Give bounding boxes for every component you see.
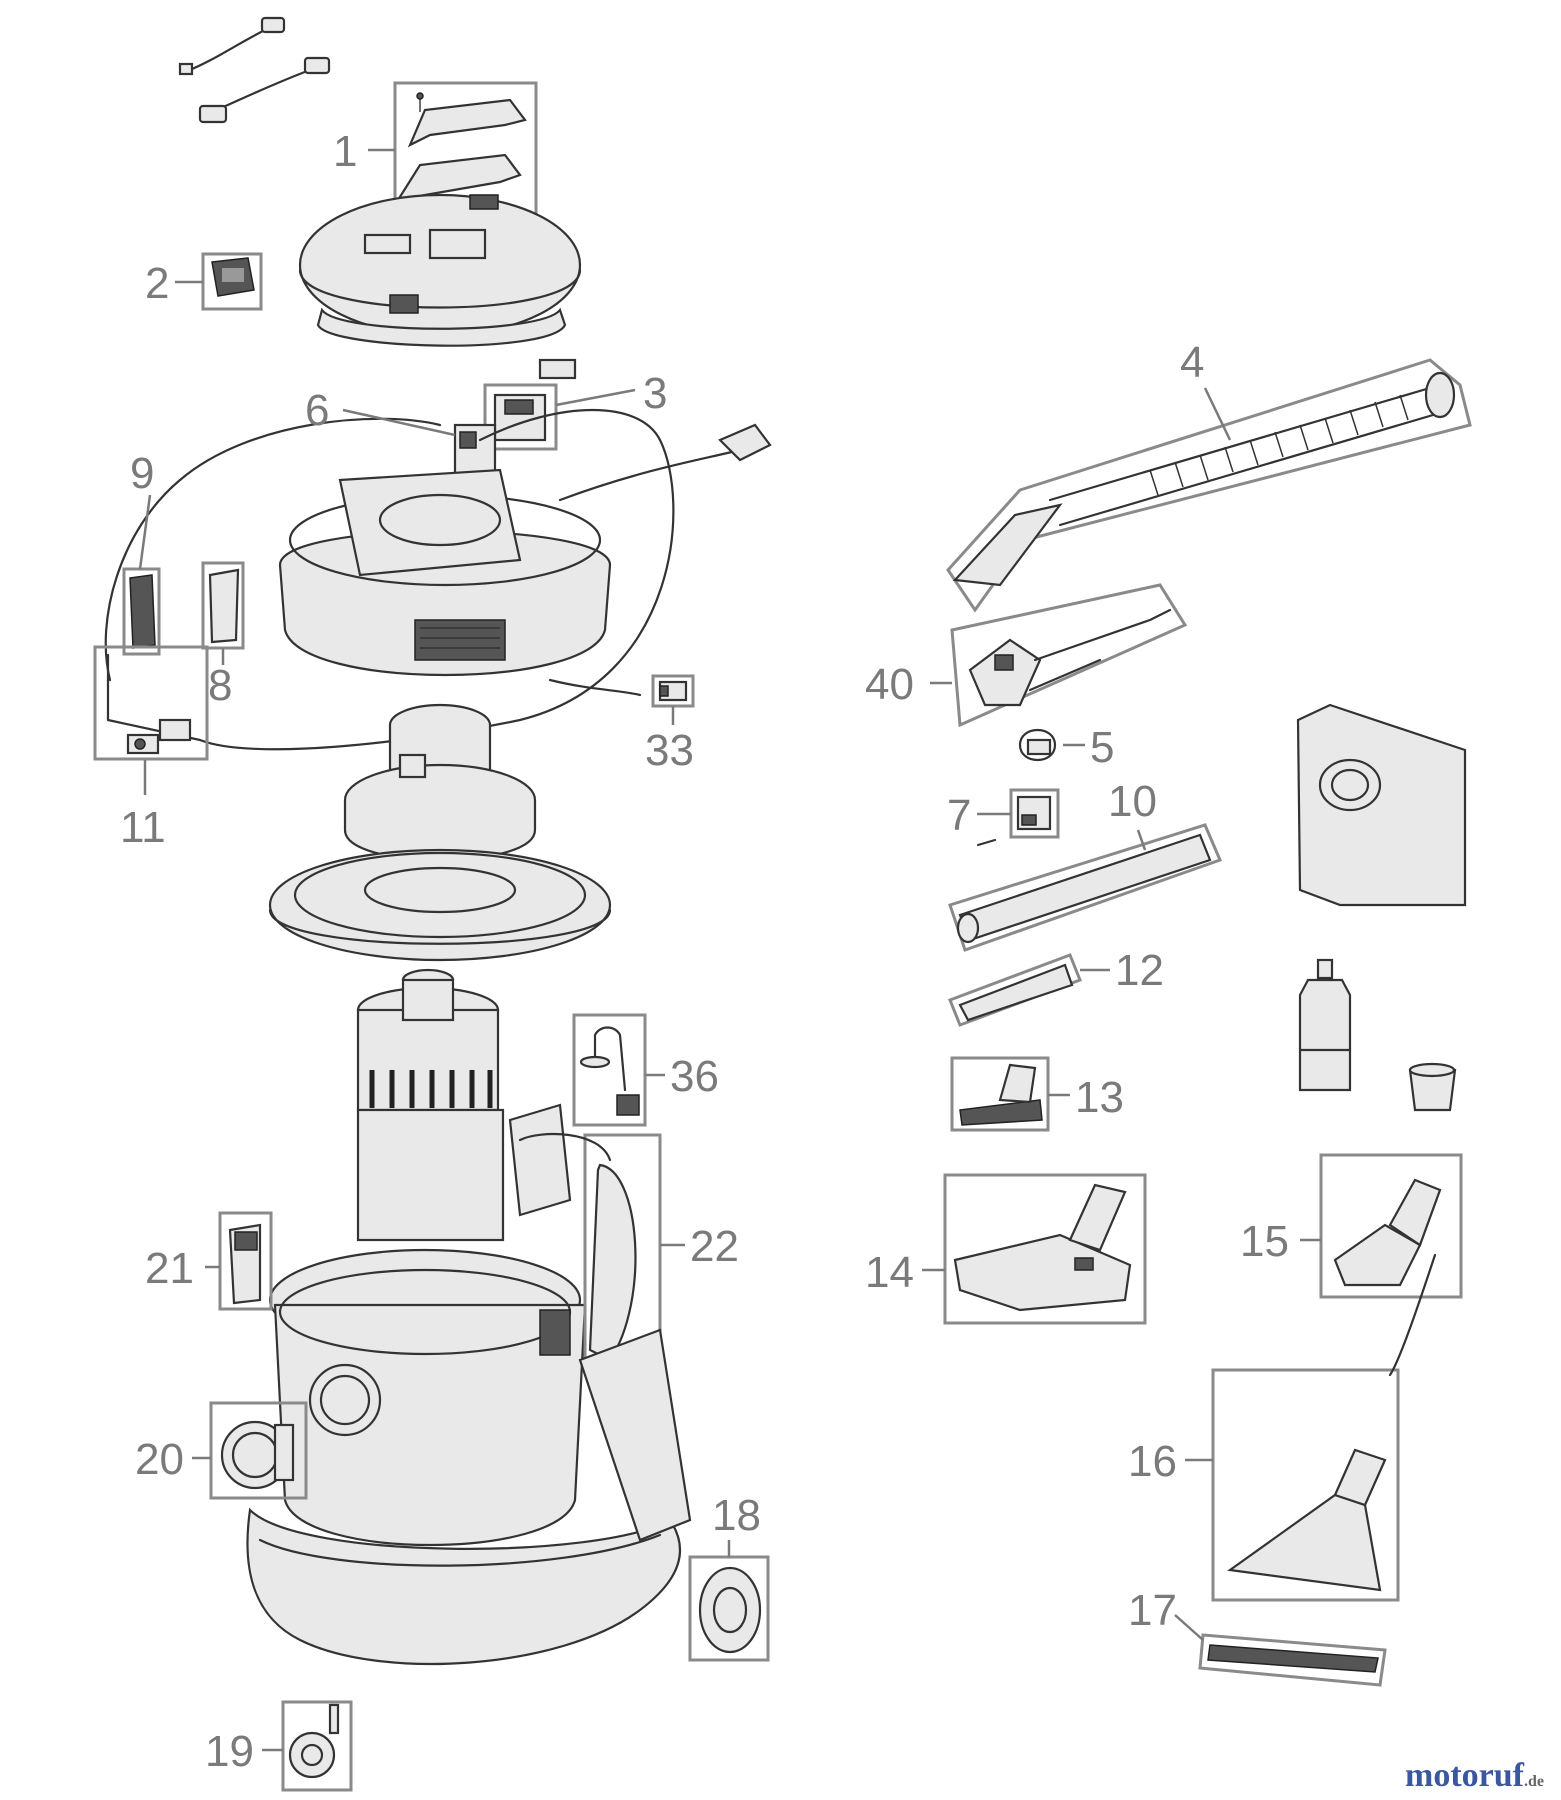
bottle-cap xyxy=(1408,1062,1457,1112)
part-7-hose-clip xyxy=(976,788,1060,847)
label-11: 11 xyxy=(120,803,166,852)
dust-bag xyxy=(1296,703,1467,907)
part-3-motor-block xyxy=(483,358,577,451)
part-21-holder xyxy=(218,1211,273,1311)
part-20-flange xyxy=(209,1401,308,1500)
label-14: 14 xyxy=(865,1248,914,1297)
chassis-base xyxy=(246,1328,692,1666)
label-13: 13 xyxy=(1075,1073,1124,1122)
part-4-hose xyxy=(946,358,1472,613)
label-3: 3 xyxy=(643,369,667,418)
label-2: 2 xyxy=(145,259,169,308)
part-15-nozzle xyxy=(1319,1153,1463,1299)
part-1-handle xyxy=(393,81,538,225)
part-13-upholstery-nozzle xyxy=(950,1056,1050,1132)
part-9-filter xyxy=(122,567,161,656)
part-2-switch xyxy=(201,252,263,311)
part-36-hose-connector xyxy=(572,1013,647,1127)
part-18-wheel xyxy=(688,1555,770,1662)
label-1: 1 xyxy=(333,127,357,176)
part-5-clip xyxy=(1018,729,1057,761)
leader-lines xyxy=(138,148,1321,1752)
part-19-castor xyxy=(281,1700,353,1792)
label-22: 22 xyxy=(690,1222,739,1271)
part-22-handle-bracket xyxy=(508,1103,662,1362)
power-cord xyxy=(104,409,772,751)
label-6: 6 xyxy=(305,386,329,435)
detergent-bottle xyxy=(1298,958,1352,1092)
label-21: 21 xyxy=(145,1244,194,1293)
label-8: 8 xyxy=(208,661,232,710)
label-9: 9 xyxy=(130,449,154,498)
label-12: 12 xyxy=(1115,946,1164,995)
motor-lid xyxy=(298,193,582,347)
label-40: 40 xyxy=(865,660,914,709)
cartridge-filter xyxy=(356,968,505,1242)
label-4: 4 xyxy=(1180,338,1204,387)
wire-harness xyxy=(178,16,331,124)
label-15: 15 xyxy=(1240,1217,1289,1266)
label-19: 19 xyxy=(205,1727,254,1776)
part-11-valve xyxy=(93,645,209,761)
label-18: 18 xyxy=(712,1491,761,1540)
motor-housing xyxy=(278,468,612,676)
label-7: 7 xyxy=(947,791,971,840)
part-33-plug xyxy=(651,674,695,708)
label-17: 17 xyxy=(1128,1586,1177,1635)
part-10-tube xyxy=(948,823,1223,952)
watermark-brand: motoruf xyxy=(1405,1757,1525,1794)
tank xyxy=(268,1248,587,1547)
svg-text:motoruf.de: motoruf.de xyxy=(1405,1757,1544,1794)
watermark-logo: motoruf.de xyxy=(1405,1757,1544,1794)
part-40-spray-handle xyxy=(950,583,1188,728)
part-labels: 1 2 3 4 5 6 7 8 9 10 11 12 13 14 15 16 1… xyxy=(120,127,1289,1776)
label-5: 5 xyxy=(1090,723,1114,772)
label-36: 36 xyxy=(670,1052,719,1101)
float-cage xyxy=(343,703,537,861)
part-14-floor-nozzle xyxy=(943,1173,1147,1325)
part-6-connector xyxy=(453,423,497,477)
label-16: 16 xyxy=(1128,1437,1177,1486)
part-17-insert xyxy=(1198,1633,1387,1687)
label-10: 10 xyxy=(1108,777,1157,826)
seal-plate xyxy=(268,848,612,962)
label-20: 20 xyxy=(135,1435,184,1484)
watermark-tld: .de xyxy=(1524,1773,1544,1790)
part-12-crevice-nozzle xyxy=(948,953,1082,1027)
part-8-cloth xyxy=(201,561,245,650)
part-16-spray-nozzle xyxy=(1211,1253,1437,1602)
label-33: 33 xyxy=(645,726,694,775)
